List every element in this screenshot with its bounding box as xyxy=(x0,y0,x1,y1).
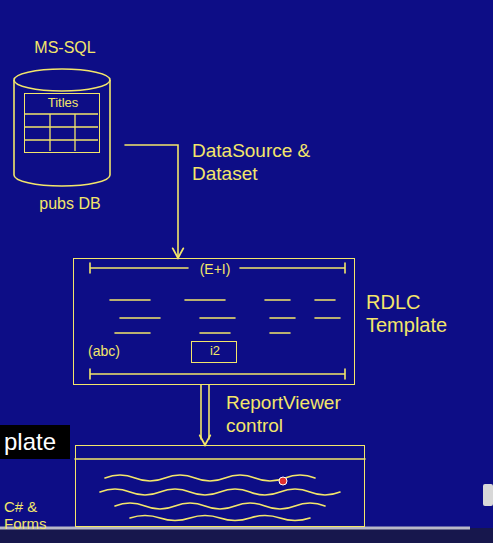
form-content xyxy=(75,459,365,521)
connector xyxy=(125,145,183,258)
grid-row-line xyxy=(25,113,98,114)
node-text: Titles xyxy=(25,96,101,111)
scribble-line xyxy=(130,516,310,521)
cylinder-top xyxy=(14,69,110,91)
node-text: pubs DB xyxy=(10,195,130,213)
database-cylinder: MS-SQLpubs DBTitles xyxy=(10,35,125,225)
grid-row-line xyxy=(25,126,98,127)
node-text: MS-SQL xyxy=(10,39,120,57)
field-dashes xyxy=(110,299,335,301)
data-table: Titles xyxy=(24,93,100,153)
player-button xyxy=(483,484,493,506)
node-text: i2 xyxy=(192,344,238,359)
connector-line xyxy=(125,145,178,258)
cylinder-body xyxy=(14,80,110,186)
grid-column-line xyxy=(74,114,75,151)
connector-line xyxy=(208,385,210,439)
title-bar-rule xyxy=(75,458,365,460)
windows-form-box: C# & Forms xyxy=(75,445,365,527)
connector-line xyxy=(200,385,202,439)
caption-overlay: plate xyxy=(0,425,70,459)
node-text: (E+I) xyxy=(74,261,356,277)
rdlc-template-box: RDLC Template(E+I)(abc)i2 xyxy=(73,258,355,385)
scribble-line xyxy=(100,489,340,495)
report-template-lines xyxy=(90,263,345,379)
scribble-line xyxy=(115,503,325,509)
connector-label: DataSource & Dataset xyxy=(192,140,312,186)
field-dashes xyxy=(115,332,290,334)
footer-rule xyxy=(90,369,345,379)
connector-label: ReportViewer control xyxy=(226,392,376,438)
arrow-head xyxy=(200,435,211,445)
connector xyxy=(200,385,211,445)
image-field-box: i2 xyxy=(191,341,237,363)
grid-column-line xyxy=(49,114,50,151)
field-dashes xyxy=(120,317,340,319)
arrow-head xyxy=(173,248,184,258)
node-text: (abc) xyxy=(88,343,158,359)
node-text: C# & Forms xyxy=(4,498,70,533)
video-progress-bar xyxy=(0,528,493,543)
node-text: RDLC Template xyxy=(366,291,493,337)
cursor-dot xyxy=(279,477,287,485)
grid-row-line xyxy=(25,139,98,140)
